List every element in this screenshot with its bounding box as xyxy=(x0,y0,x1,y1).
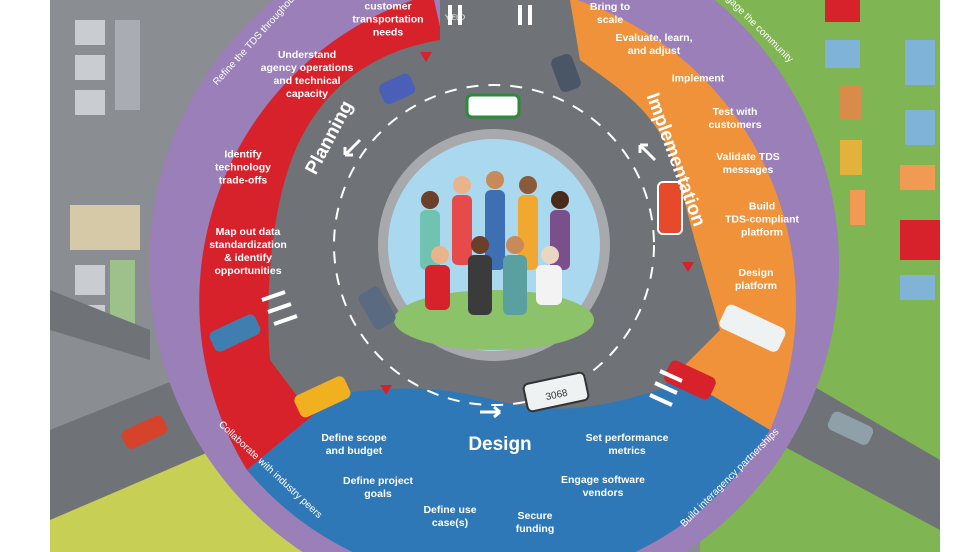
yield-signs xyxy=(380,52,694,395)
lane-markings xyxy=(333,84,655,406)
houses xyxy=(825,0,940,300)
design-step: Secure funding xyxy=(515,510,555,535)
direction-arrows xyxy=(343,138,657,419)
yield-marking: YIELD xyxy=(444,14,466,22)
crosswalks xyxy=(261,5,683,407)
people xyxy=(420,171,570,315)
grass xyxy=(394,290,594,350)
planning-step: Identify technology trade-offs xyxy=(214,148,272,187)
design-step: Define project goals xyxy=(342,475,414,500)
implementation-step: Build TDS-compliant platform xyxy=(724,200,800,239)
design-step: Engage software vendors xyxy=(560,474,646,499)
implementation-step: Validate TDS messages xyxy=(716,151,780,176)
vehicles xyxy=(121,54,874,449)
design-step: Set performance metrics xyxy=(585,432,669,457)
design-step: Define scope and budget xyxy=(321,432,387,457)
buildings xyxy=(70,20,140,345)
design-sector xyxy=(247,265,770,552)
implementation-step: Design platform xyxy=(735,267,777,292)
implementation-step: Bring to scale xyxy=(589,1,631,26)
implementation-step: Evaluate, learn, and adjust xyxy=(615,32,693,57)
bus-number: 3068 xyxy=(545,388,569,403)
implementation-step: Test with customers xyxy=(708,106,762,131)
planning-step: Map out data standardization & identify … xyxy=(209,226,287,277)
planning-step: Understand agency operations and technic… xyxy=(260,49,354,100)
design-title: Design xyxy=(468,434,532,455)
planning-step: customer transportation needs xyxy=(352,0,424,39)
implementation-step: Implement xyxy=(671,72,725,85)
design-step: Define use case(s) xyxy=(423,504,477,529)
